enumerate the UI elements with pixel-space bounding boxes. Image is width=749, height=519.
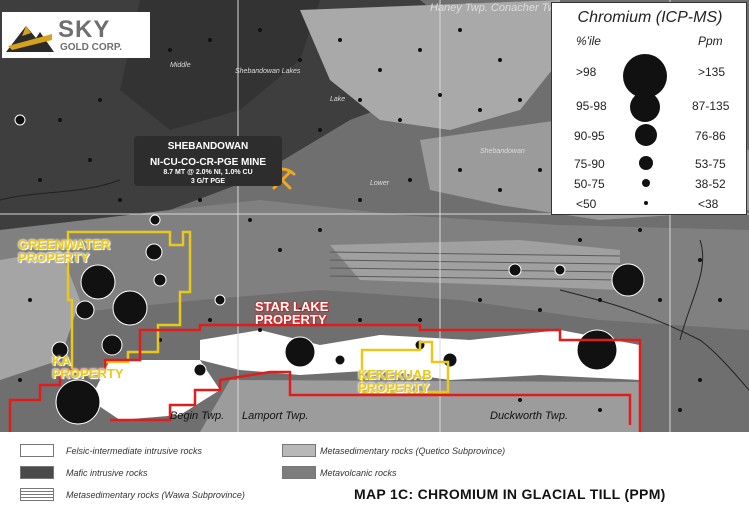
greenwater-label-1: GREENWATER (18, 237, 111, 252)
star-lake-property-label: STAR LAKE PROPERTY (255, 300, 328, 326)
kekekuab-label-2: PROPERTY (358, 380, 430, 395)
legend-quetico: Metasedimentary rocks (Quetico Subprovin… (320, 446, 506, 456)
legend-row-5-pct: 50-75 (574, 177, 605, 191)
sample-dots (18, 26, 722, 412)
place-middle: Middle (170, 62, 191, 69)
legend-row-5-symbol (642, 179, 650, 187)
legend-row-6-symbol (644, 201, 648, 205)
legend-row-4-symbol (639, 156, 653, 170)
swatch-felsic (20, 444, 54, 457)
kekekuab-label-1: KEKEKUAB (358, 367, 432, 382)
mafic-region-northwest (120, 0, 320, 130)
swatch-quetico (282, 444, 316, 457)
legend-col-ppm: Ppm (698, 34, 723, 48)
legend-row-6-pct: <50 (576, 197, 597, 211)
metased-south-light (200, 380, 640, 432)
greenwater-label-2: PROPERTY (18, 250, 90, 265)
legend-row-2-ppm: 87-135 (692, 99, 730, 113)
legend-row-4-ppm: 53-75 (695, 157, 726, 171)
swatch-mafic (20, 466, 54, 479)
mine-name-1: SHEBANDOWAN (167, 141, 249, 152)
mine-label: SHEBANDOWAN NI-CU-CO-CR-PGE MINE 8.7 MT … (134, 136, 282, 186)
swatch-wawa (20, 488, 54, 501)
legend-col-percentile: %'ile (576, 34, 601, 48)
logo-mountain-icon (6, 26, 54, 52)
rock-type-legend: Felsic-intermediate intrusive rocks Meta… (0, 432, 749, 519)
wawa-hatching (329, 251, 621, 281)
legend-metavolcanic: Metavolcanic rocks (320, 468, 397, 478)
quetico-metasediments (300, 0, 560, 130)
township-begin: Begin Twp. (170, 410, 225, 422)
legend-row-1-symbol (623, 54, 667, 98)
logo-brand: SKY (58, 16, 111, 43)
chromium-legend: Chromium (ICP-MS) %'ile Ppm >98 >135 95-… (551, 2, 747, 215)
star-lake-label-2: PROPERTY (255, 312, 327, 327)
company-logo: SKY GOLD CORP. (2, 12, 150, 58)
legend-row-2-symbol (630, 92, 660, 122)
mine-stats-2: 3 G/T PGE (190, 178, 226, 185)
ka-label-2: PROPERTY (52, 366, 124, 381)
legend-mafic: Mafic intrusive rocks (66, 468, 148, 478)
ka-label-1: KA (52, 353, 71, 368)
legend-row-3-symbol (635, 124, 657, 146)
drainage (0, 179, 749, 391)
legend-felsic: Felsic-intermediate intrusive rocks (66, 446, 203, 456)
place-lower: Lower (370, 180, 390, 187)
chromium-legend-title: Chromium (ICP-MS) (577, 9, 723, 26)
legend-row-6-ppm: <38 (698, 197, 719, 211)
place-shebandowan: Shebandowan (480, 148, 525, 155)
place-shebandowan-lakes: Shebandowan Lakes (235, 68, 301, 75)
star-lake-label-1: STAR LAKE (255, 299, 329, 314)
legend-row-1-pct: >98 (576, 65, 597, 79)
township-lamport: Lamport Twp. (242, 410, 309, 422)
legend-row-1-ppm: >135 (698, 65, 726, 79)
legend-row-2-pct: 95-98 (576, 99, 607, 113)
legend-row-3-pct: 90-95 (574, 129, 605, 143)
legend-row-5-ppm: 38-52 (695, 177, 726, 191)
mine-stats-1: 8.7 MT @ 2.0% NI, 1.0% CU (163, 169, 253, 176)
township-duckworth: Duckworth Twp. (490, 410, 569, 422)
greenwater-property-outline (66, 230, 192, 374)
legend-wawa: Metasedimentary rocks (Wawa Subprovince) (66, 490, 245, 500)
logo-subtitle: GOLD CORP. (60, 42, 123, 53)
greenwater-property-label: GREENWATER PROPERTY (18, 238, 110, 264)
swatch-metavolcanic (282, 466, 316, 479)
kekekuab-property-outline (360, 340, 450, 394)
legend-row-4-pct: 75-90 (574, 157, 605, 171)
star-lake-property-outline (8, 323, 642, 432)
mine-name-2: NI-CU-CO-CR-PGE MINE (149, 157, 267, 168)
map-title: MAP 1C: CHROMIUM IN GLACIAL TILL (PPM) (354, 486, 666, 502)
township-top: Haney Twp. Conacher Twp. (430, 2, 565, 14)
star-lake-inner-outline (110, 370, 632, 425)
place-lake: Lake (330, 96, 346, 103)
ka-property-label: KA PROPERTY (52, 354, 124, 380)
kekekuab-property-label: KEKEKUAB PROPERTY (358, 368, 432, 394)
legend-row-3-ppm: 76-86 (695, 129, 726, 143)
